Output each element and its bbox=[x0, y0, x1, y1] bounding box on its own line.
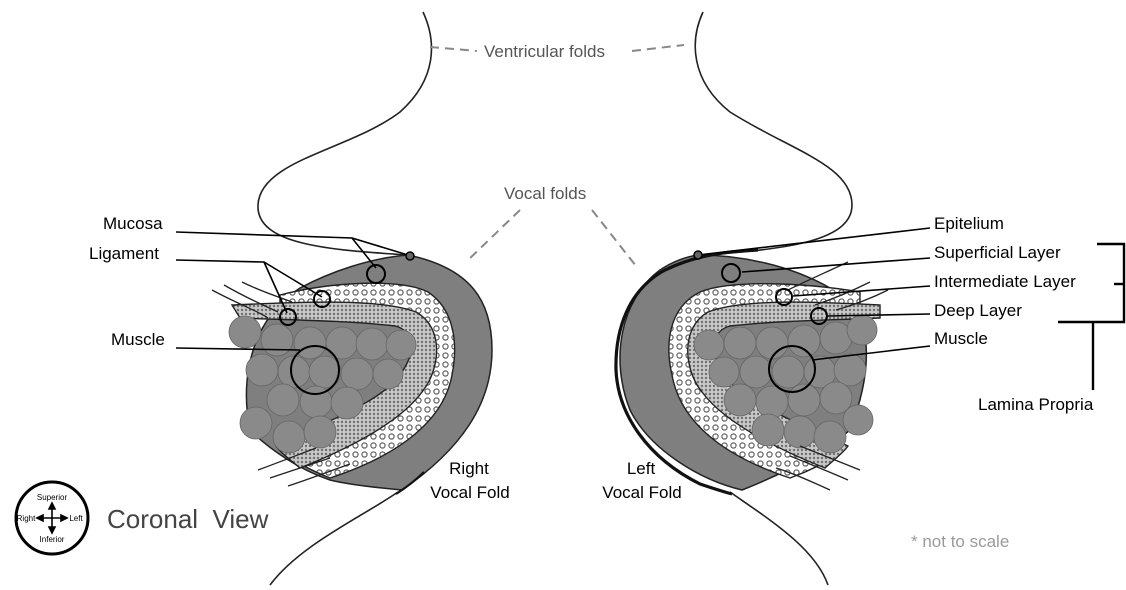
label-left-vocal-fold-line2: Vocal Fold bbox=[602, 483, 681, 502]
label-right-vocal-fold-line2: Vocal Fold bbox=[430, 483, 509, 502]
subglottic-wall-left bbox=[270, 492, 398, 585]
label-epitelium: Epitelium bbox=[934, 214, 1004, 233]
epitelium-leader bbox=[698, 228, 930, 255]
vocal-guide-right bbox=[592, 210, 636, 266]
coronal-view-title: Coronal View bbox=[107, 504, 269, 534]
vocal-guide-left bbox=[466, 210, 520, 262]
compass-inferior: Inferior bbox=[40, 535, 65, 544]
label-muscle-right: Muscle bbox=[934, 329, 988, 348]
compass-superior: Superior bbox=[37, 493, 68, 502]
label-mucosa: Mucosa bbox=[103, 214, 163, 233]
compass-right: Right bbox=[17, 514, 36, 523]
ventricular-guide-right bbox=[632, 45, 684, 51]
label-ligament: Ligament bbox=[89, 244, 159, 263]
label-left-vocal-fold-line1: Left bbox=[627, 459, 656, 478]
label-deep-layer: Deep Layer bbox=[934, 301, 1022, 320]
left-vocal-fold bbox=[616, 250, 888, 494]
lamina-propria-bracket bbox=[1058, 244, 1124, 390]
label-vocal-folds: Vocal folds bbox=[504, 184, 586, 203]
airway-wall-right bbox=[695, 12, 852, 255]
subglottic-wall-right bbox=[730, 492, 828, 585]
airway-wall-left bbox=[258, 12, 432, 255]
compass-left: Left bbox=[69, 514, 83, 523]
not-to-scale-note: * not to scale bbox=[911, 532, 1009, 551]
label-right-vocal-fold-line1: Right bbox=[449, 459, 489, 478]
orientation-compass: Superior Inferior Right Left bbox=[16, 482, 88, 554]
label-ventricular-folds: Ventricular folds bbox=[484, 42, 605, 61]
label-superficial-layer: Superficial Layer bbox=[934, 243, 1061, 262]
ventricular-guide-left bbox=[430, 47, 477, 51]
label-muscle-left: Muscle bbox=[111, 330, 165, 349]
label-lamina-propria: Lamina Propria bbox=[978, 395, 1094, 414]
label-intermediate-layer: Intermediate Layer bbox=[934, 272, 1076, 291]
